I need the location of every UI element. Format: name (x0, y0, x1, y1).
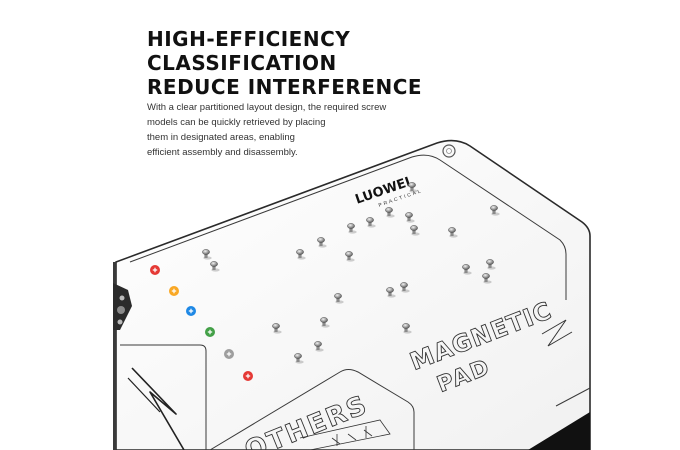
screw (314, 341, 324, 352)
mat-surface (115, 139, 591, 450)
screw (410, 225, 420, 236)
screw (317, 237, 327, 248)
label-arrow-icon (541, 319, 573, 347)
triwing-icon-glyph (207, 329, 213, 335)
screw (386, 287, 396, 298)
lightning-accent (127, 377, 161, 413)
cable-holder-icon (113, 283, 132, 330)
headline-line-2: CLASSIFICATION (147, 51, 337, 75)
screw (210, 261, 220, 272)
screw (462, 264, 472, 275)
lightning-bolt-icon (131, 367, 185, 450)
screw (486, 259, 496, 270)
description-line-3: them in designated areas, enabling (147, 132, 295, 143)
screw (490, 205, 500, 216)
torx-icon-glyph (245, 373, 251, 379)
headline: HIGH-EFFICIENCY CLASSIFICATION REDUCE IN… (147, 27, 422, 99)
screw (202, 249, 212, 260)
screw (405, 212, 415, 223)
corner-strip (528, 412, 590, 450)
screws (202, 182, 500, 364)
screw (296, 249, 306, 260)
headline-line-3: REDUCE INTERFERENCE (147, 75, 423, 99)
flat-icon-glyph (171, 288, 177, 294)
screw (334, 293, 344, 304)
screw (402, 323, 412, 334)
screw (366, 217, 376, 228)
left-compartment-outline (120, 344, 207, 450)
screw (400, 282, 410, 293)
grid-ruler (299, 419, 391, 450)
pentalobe-icon-glyph (188, 308, 194, 314)
description-line-2: models can be quickly retrieved by placi… (147, 117, 326, 128)
indicator-dots (150, 265, 253, 381)
description: With a clear partitioned layout design, … (147, 100, 417, 160)
screw (294, 353, 304, 364)
screw (482, 273, 492, 284)
phillips-icon-glyph (152, 267, 158, 273)
screw (345, 251, 355, 262)
screw (385, 207, 395, 218)
divider-line (555, 387, 591, 407)
others-compartment-outline (209, 369, 415, 450)
screw (320, 317, 330, 328)
description-line-1: With a clear partitioned layout design, … (147, 102, 387, 113)
headline-line-1: HIGH-EFFICIENCY (147, 27, 351, 51)
mounting-hole (442, 144, 456, 158)
screw (408, 182, 418, 193)
hex-icon-glyph (226, 351, 232, 357)
screw (448, 227, 458, 238)
screw (347, 223, 357, 234)
description-line-4: efficient assembly and disassembly. (147, 147, 298, 158)
main-compartment-outline (129, 154, 567, 300)
screw (272, 323, 282, 334)
